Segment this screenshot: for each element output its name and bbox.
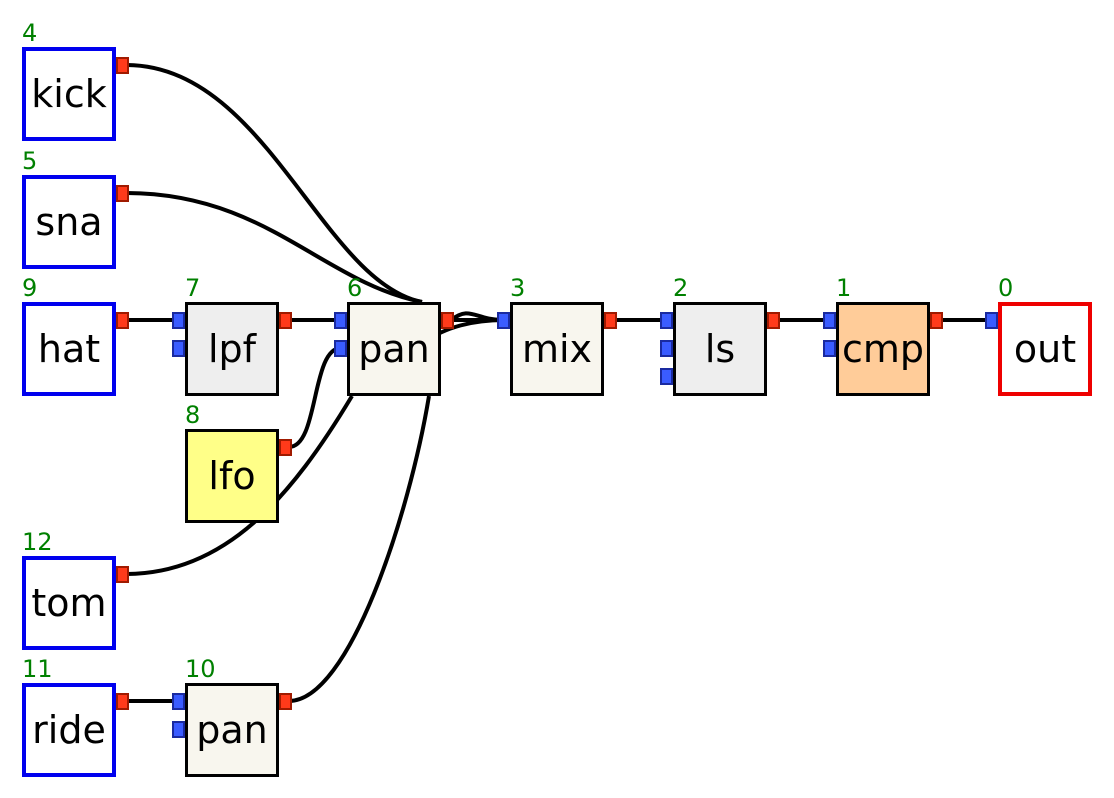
node-sna[interactable]: sna [22,175,116,269]
node-pan6[interactable]: pan [347,302,441,396]
node-label-out: out [1013,327,1077,371]
input-port-out-0[interactable] [985,312,998,329]
output-port-tom[interactable] [116,566,129,583]
input-port-lpf-0[interactable] [172,312,185,329]
wire-lfo-to-pan6 [288,346,342,449]
output-port-kick[interactable] [116,57,129,74]
output-port-mix[interactable] [604,312,617,329]
output-port-hat[interactable] [116,312,129,329]
node-id-pan6: 6 [347,274,363,302]
output-port-ride[interactable] [116,693,129,710]
output-port-cmp[interactable] [930,312,943,329]
node-id-hat: 9 [22,274,38,302]
node-label-tom: tom [31,581,107,625]
output-port-pan6[interactable] [441,312,454,329]
node-label-pan6: pan [358,327,430,371]
wire-pan10-to-pan6 [288,395,431,703]
output-port-sna[interactable] [116,185,129,202]
node-id-ride: 11 [22,655,53,683]
input-port-ls-1[interactable] [660,340,673,357]
input-port-lpf-1[interactable] [172,340,185,357]
node-id-lfo: 8 [185,401,201,429]
node-mix[interactable]: mix [510,302,604,396]
output-port-ls[interactable] [767,312,780,329]
node-tom[interactable]: tom [22,556,116,650]
node-label-kick: kick [31,72,107,116]
node-hat[interactable]: hat [22,302,116,396]
node-id-tom: 12 [22,528,53,556]
node-lpf[interactable]: lpf [185,302,279,396]
node-label-pan10: pan [196,708,268,752]
node-id-cmp: 1 [836,274,852,302]
node-id-sna: 5 [22,147,38,175]
node-label-hat: hat [37,327,101,371]
node-pan10[interactable]: pan [185,683,279,777]
input-port-pan6-0[interactable] [334,312,347,329]
node-ride[interactable]: ride [22,683,116,777]
wire-sna-to-pan6 [125,191,423,304]
input-port-mix-0[interactable] [497,312,510,329]
node-id-kick: 4 [22,19,38,47]
node-out[interactable]: out [998,302,1092,396]
input-port-ls-2[interactable] [660,368,673,385]
wire-kick-to-pan6 [125,63,423,304]
input-port-cmp-0[interactable] [823,312,836,329]
output-port-lpf[interactable] [279,312,292,329]
node-label-lfo: lfo [208,454,256,498]
node-id-lpf: 7 [185,274,201,302]
node-id-ls: 2 [673,274,689,302]
node-label-ride: ride [32,708,106,752]
node-label-sna: sna [35,200,103,244]
node-id-out: 0 [998,274,1014,302]
input-port-pan10-0[interactable] [172,693,185,710]
input-port-pan6-1[interactable] [334,340,347,357]
input-port-ls-0[interactable] [660,312,673,329]
node-id-pan10: 10 [185,655,216,683]
input-port-cmp-1[interactable] [823,340,836,357]
node-lfo[interactable]: lfo [185,429,279,523]
node-label-cmp: cmp [841,327,925,371]
node-id-mix: 3 [510,274,526,302]
output-port-lfo[interactable] [279,439,292,456]
input-port-pan10-1[interactable] [172,721,185,738]
node-cmp[interactable]: cmp [836,302,930,396]
node-ls[interactable]: ls [673,302,767,396]
node-label-lpf: lpf [207,327,257,371]
output-port-pan10[interactable] [279,693,292,710]
node-kick[interactable]: kick [22,47,116,141]
node-label-mix: mix [521,327,593,371]
node-label-ls: ls [704,327,736,371]
